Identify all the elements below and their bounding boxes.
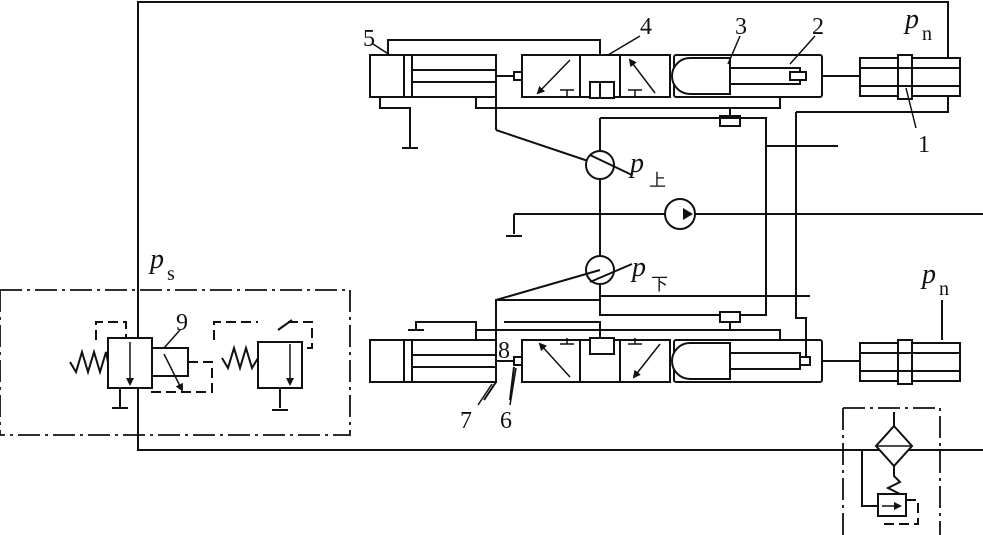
p-symbol: p	[630, 252, 646, 283]
label-p-n-lower: p n	[920, 259, 949, 300]
callout-6: 6	[500, 408, 512, 434]
callout-5: 5	[363, 26, 375, 52]
lower-pipes	[408, 269, 807, 401]
label-p-n-upper: p n	[903, 4, 932, 45]
p-symbol: p	[628, 148, 644, 179]
upper-subscript: 上	[649, 171, 666, 191]
control-box-9	[0, 289, 351, 436]
upper-plunger-cylinder-3-2	[671, 54, 860, 98]
callout-3: 3	[735, 14, 747, 40]
callout-2: 2	[812, 14, 824, 40]
lower-directional-valve	[521, 337, 671, 383]
lower-subscript: 下	[651, 275, 668, 295]
callout-1: 1	[918, 132, 930, 158]
leader-lines	[163, 35, 917, 406]
center-loop	[599, 111, 838, 316]
n-subscript: n	[922, 23, 932, 45]
lower-servo-cylinder	[369, 339, 523, 383]
callout-9: 9	[176, 310, 188, 336]
filter-relief-unit	[842, 407, 941, 535]
p-symbol: p	[903, 4, 919, 35]
upper-directional-valve-4	[521, 54, 671, 99]
label-p-upper: p 上	[628, 148, 666, 191]
callout-4: 4	[640, 14, 652, 40]
upper-pipes	[379, 39, 781, 166]
n-subscript: n	[939, 278, 949, 300]
p-symbol: p	[148, 244, 164, 275]
callout-8: 8	[498, 338, 510, 364]
lower-output-cylinder	[859, 300, 961, 385]
label-p-s: p s	[148, 244, 175, 285]
lower-plunger-cylinder	[671, 339, 860, 383]
lower-pressure-gauge	[585, 255, 633, 285]
s-subscript: s	[167, 263, 175, 285]
upper-pressure-gauge	[585, 150, 633, 180]
upper-servo-cylinder-5	[369, 54, 523, 98]
p-symbol: p	[920, 259, 936, 290]
callout-7: 7	[460, 408, 472, 434]
main-pump	[506, 198, 983, 237]
upper-output-cylinder-1	[859, 54, 961, 100]
label-p-lower: p 下	[630, 252, 668, 295]
